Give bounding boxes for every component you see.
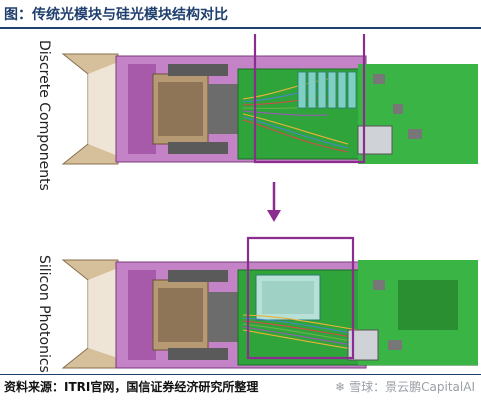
discrete-module-diagram: [61, 34, 478, 165]
footer-divider: [0, 374, 481, 375]
source-footer: 资料来源：ITRI官网，国信证券经济研究所整理: [4, 380, 259, 394]
down-arrow: [267, 182, 281, 222]
silicon-photonics-label: Silicon Photonics: [36, 255, 52, 373]
watermark: ❄ 雪球：景云鹏CapitalAI: [335, 378, 475, 395]
discrete-components-label: Discrete Components: [36, 40, 52, 191]
highlight-box-bottom: [246, 236, 355, 360]
silicon-photonics-diagram: [61, 236, 478, 369]
highlight-box-top: [253, 34, 366, 164]
discrete-components: [297, 71, 357, 109]
title-bar: 图：传统光模块与硅光模块结构对比: [0, 0, 481, 26]
page-title: 图：传统光模块与硅光模块结构对比: [4, 7, 228, 23]
watermark-text: 雪球：景云鹏CapitalAI: [349, 380, 475, 394]
title-divider: [0, 27, 481, 29]
snowball-icon: ❄: [335, 379, 346, 394]
